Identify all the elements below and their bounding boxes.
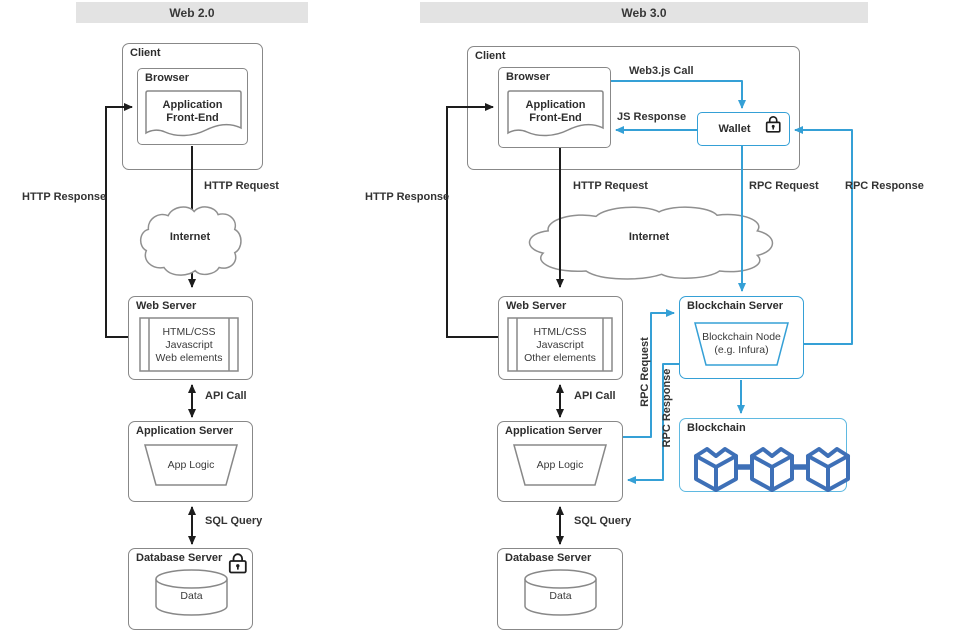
web3-http-request-label: HTTP Request bbox=[573, 180, 648, 192]
web3-web3js-call-label: Web3.js Call bbox=[629, 65, 694, 77]
web3-browser-label: Browser bbox=[506, 71, 551, 83]
web3-rpc-request-label: RPC Request bbox=[749, 180, 819, 192]
web3-app-logic-label: App Logic bbox=[536, 458, 584, 471]
web3-sql-query-label: SQL Query bbox=[574, 515, 632, 527]
web3-app-front-end-label: Application Front-End bbox=[525, 99, 586, 124]
web2-sql-query-label: SQL Query bbox=[205, 515, 263, 527]
web3-rpc-response-vertical-label: RPC Response bbox=[661, 368, 673, 448]
web2-app-front-end-label: Application Front-End bbox=[162, 99, 223, 124]
web2-http-request-label: HTTP Request bbox=[204, 180, 279, 192]
web3-data-label: Data bbox=[549, 589, 572, 602]
web3-header: Web 3.0 bbox=[420, 2, 868, 23]
web2-header-label: Web 2.0 bbox=[169, 5, 215, 20]
web2-internet-label: Internet bbox=[169, 230, 211, 243]
web3-header-label: Web 3.0 bbox=[621, 5, 667, 20]
web3-rpc-request-vertical-label: RPC Request bbox=[639, 337, 651, 407]
web3-rpc-response-label: RPC Response bbox=[845, 180, 924, 192]
web3-blockchain-label: Blockchain bbox=[687, 422, 746, 434]
web2-data-label: Data bbox=[180, 589, 203, 602]
web3-blockchain-box: Blockchain bbox=[679, 418, 847, 492]
web2-http-response-label: HTTP Response bbox=[22, 191, 107, 203]
web3-blockchain-node-label: Blockchain Node (e.g. Infura) bbox=[702, 331, 781, 356]
web3-web-server-label: Web Server bbox=[506, 300, 567, 312]
web2-browser-label: Browser bbox=[145, 72, 190, 84]
web3-application-server-label: Application Server bbox=[505, 425, 603, 437]
web2-application-server-label: Application Server bbox=[136, 425, 234, 437]
web2-api-call-label: API Call bbox=[205, 390, 247, 402]
web3-web-server-content: HTML/CSS Javascript Other elements bbox=[524, 325, 596, 364]
web2-app-logic-label: App Logic bbox=[167, 458, 215, 471]
web3-internet-label: Internet bbox=[628, 230, 670, 243]
web2-header: Web 2.0 bbox=[76, 2, 308, 23]
web3-blockchain-server-label: Blockchain Server bbox=[687, 300, 783, 312]
web2-web-server-content: HTML/CSS Javascript Web elements bbox=[155, 325, 223, 364]
web2-web-server-label: Web Server bbox=[136, 300, 197, 312]
web3-client-label: Client bbox=[475, 50, 506, 62]
web3-js-response-label: JS Response bbox=[617, 111, 687, 123]
web3-http-response-label: HTTP Response bbox=[365, 191, 450, 203]
web3-api-call-label: API Call bbox=[574, 390, 616, 402]
web3-database-server-label: Database Server bbox=[505, 552, 592, 564]
web3-wallet-label: Wallet bbox=[718, 123, 751, 135]
web2-client-label: Client bbox=[130, 47, 161, 59]
web2-database-server-label: Database Server bbox=[136, 552, 223, 564]
